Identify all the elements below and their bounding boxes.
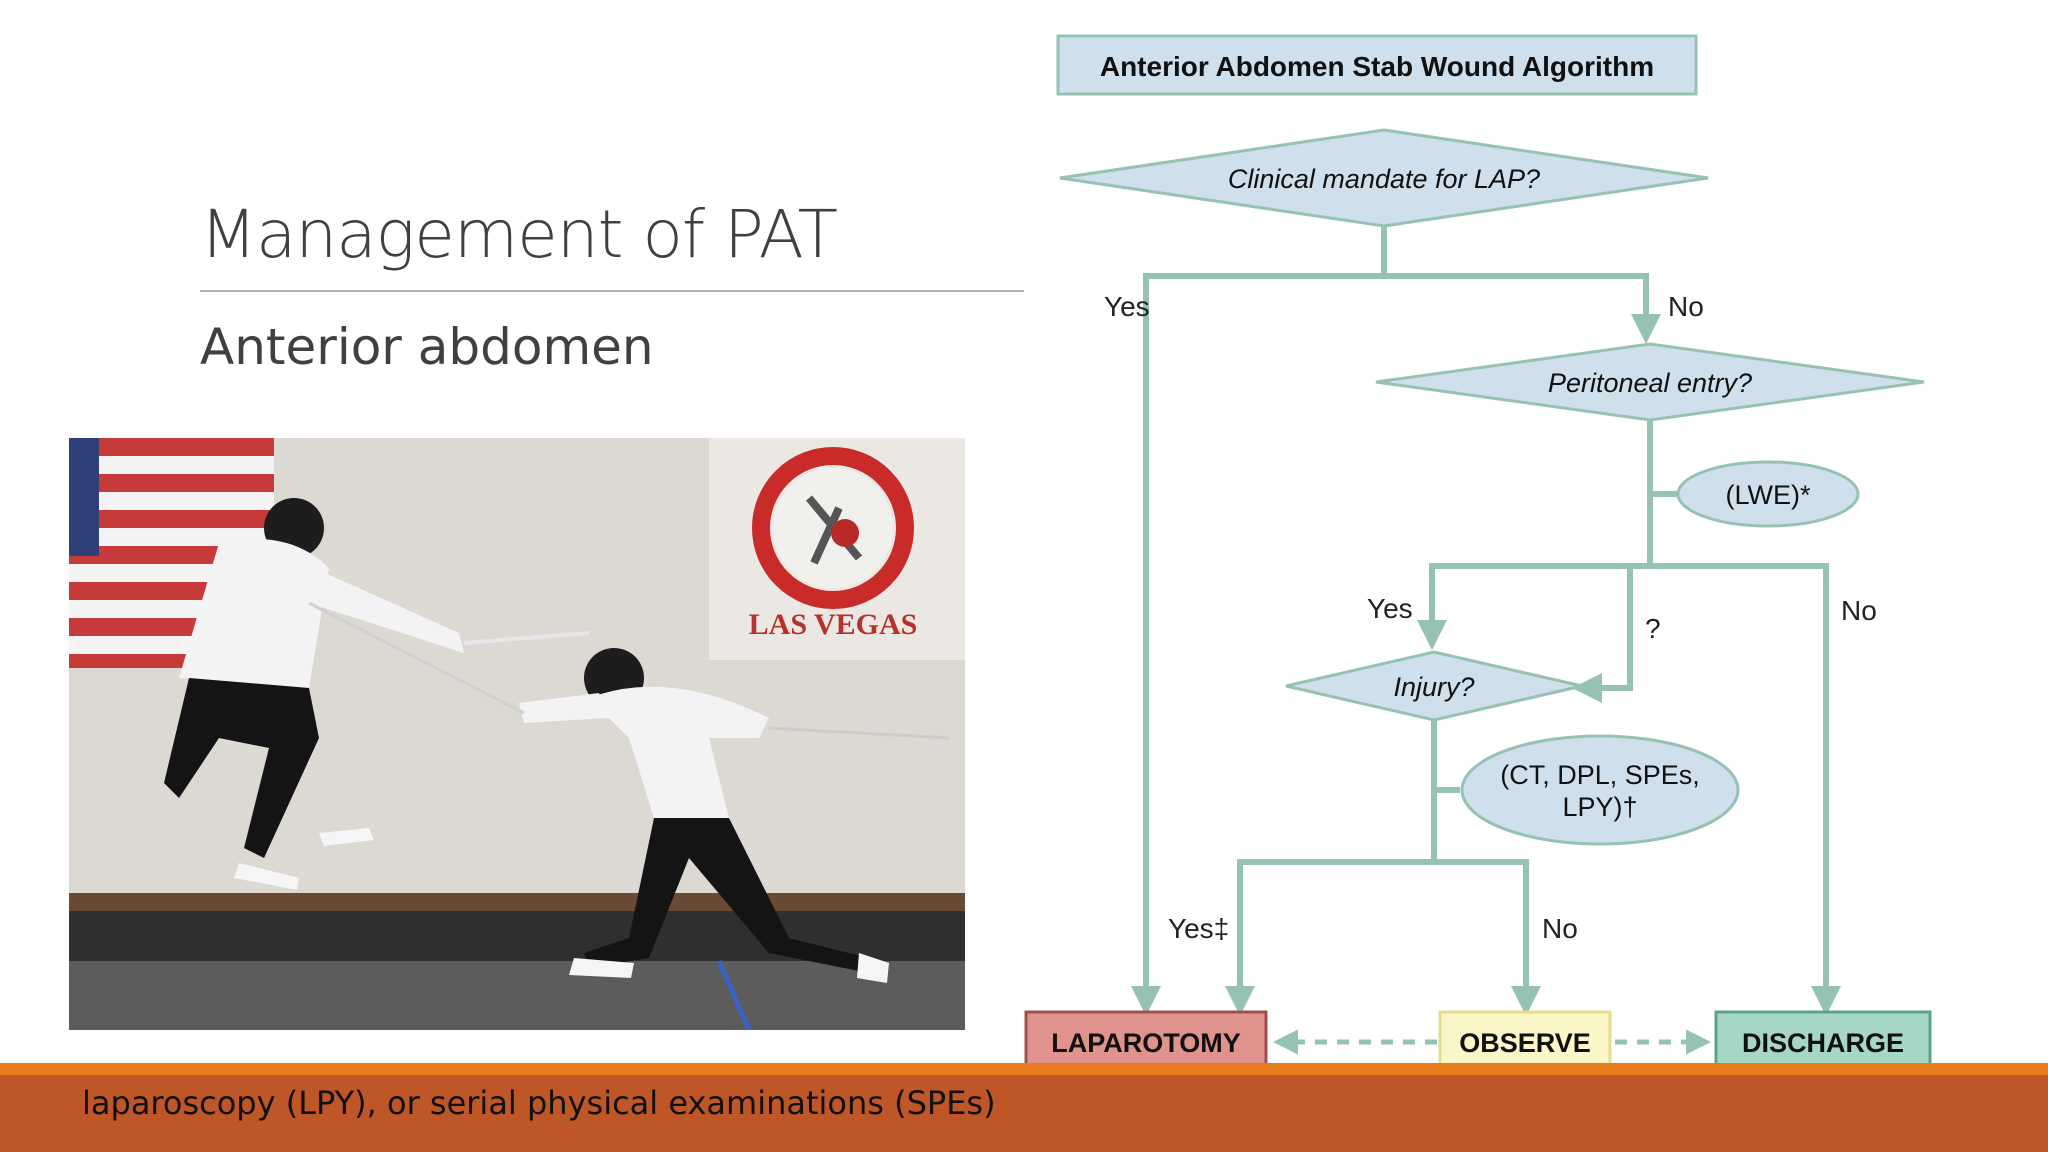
note-lwe: (LWE)* (1726, 480, 1811, 510)
outcome-laparotomy: LAPAROTOMY (1051, 1028, 1241, 1058)
note-lwe-ellipse (1676, 460, 1860, 528)
arrow-clinical-no (1384, 273, 1661, 344)
outcome-discharge-box (1714, 1010, 1932, 1072)
arrow-injury-no (1434, 859, 1541, 1016)
footer-accent-stripe (0, 1063, 2048, 1075)
arrow-clinical-yes (1131, 226, 1387, 1016)
label-no-1: No (1668, 291, 1704, 322)
footer-bar (0, 1075, 2048, 1152)
label-yes-2: Yes (1367, 593, 1413, 624)
flowchart-title-box (1056, 34, 1698, 96)
footer-text: laparoscopy (LPY), or serial physical ex… (82, 1084, 996, 1122)
fencer-right (308, 601, 950, 983)
outcome-discharge: DISCHARGE (1742, 1028, 1904, 1058)
decision-clinical-mandate (1059, 128, 1709, 228)
title-divider (200, 290, 1024, 292)
outcome-laparotomy-box (1024, 1010, 1268, 1072)
label-question: ? (1645, 613, 1661, 644)
note-tests-line2: LPY)† (1562, 792, 1637, 822)
outcome-observe: OBSERVE (1459, 1028, 1591, 1058)
fencer-left (164, 498, 590, 890)
decision-clinical-label: Clinical mandate for LAP? (1228, 164, 1540, 194)
decision-injury-label: Injury? (1393, 672, 1474, 702)
decision-peritoneal-label: Peritoneal entry? (1548, 368, 1752, 398)
banner-text: LAS VEGAS (749, 608, 918, 641)
note-tests-line1: (CT, DPL, SPEs, (1500, 760, 1700, 790)
arrow-injury-yes (1225, 859, 1434, 1016)
arrow-peritoneal-no (1650, 563, 1841, 1016)
label-no-3: No (1542, 913, 1578, 944)
slide-title: Management of PAT (200, 196, 838, 273)
decision-peritoneal-entry (1375, 342, 1925, 422)
outcome-observe-box (1438, 1010, 1612, 1072)
label-yes-3: Yes‡ (1168, 913, 1229, 944)
arrow-peritoneal-yes (1417, 563, 1650, 650)
arrow-peritoneal-unknown (1572, 566, 1633, 703)
las-vegas-banner: LAS VEGAS (709, 438, 965, 660)
decision-injury (1285, 650, 1583, 722)
stab-wound-flowchart: Anterior Abdomen Stab Wound Algorithm Cl… (1024, 34, 1932, 1072)
slide-subtitle: Anterior abdomen (200, 318, 654, 376)
flowchart-title: Anterior Abdomen Stab Wound Algorithm (1100, 51, 1654, 82)
label-yes-1: Yes (1104, 291, 1150, 322)
note-tests-ellipse (1460, 734, 1740, 846)
fencing-photo: LAS VEGAS (69, 438, 965, 1030)
label-no-2: No (1841, 595, 1877, 626)
